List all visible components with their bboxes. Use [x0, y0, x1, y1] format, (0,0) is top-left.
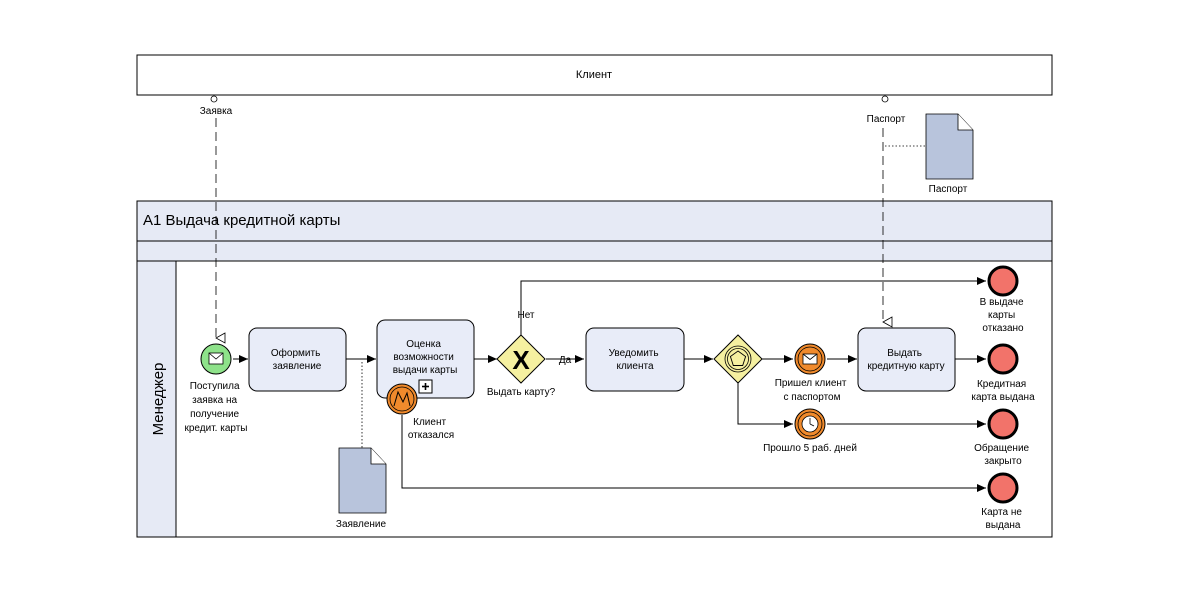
boundary-cancel-event[interactable] — [386, 383, 418, 415]
event-based-gateway[interactable] — [713, 334, 763, 384]
message-flow-passport: Паспорт — [867, 95, 906, 328]
request-flow-label: Заявка — [200, 106, 233, 117]
end-not-issued-label: Карта не выдана — [981, 507, 1024, 531]
end-refused-label: В выдаче карты отказано — [980, 297, 1027, 334]
end-event-closed[interactable] — [987, 408, 1019, 440]
gateway-label: Выдать карту? — [487, 387, 556, 398]
start-message-event[interactable] — [200, 343, 232, 375]
task-issue-card[interactable]: Выдать кредитную карту — [857, 327, 956, 392]
yes-flow-label: Да — [559, 355, 572, 366]
sequence-flows — [233, 277, 986, 492]
application-document-label: Заявление — [336, 519, 387, 530]
passport-flow-label: Паспорт — [867, 114, 906, 125]
process-pool: A1 Выдача кредитной карты Менеджер — [136, 200, 1053, 538]
svg-text:Оформить заявление: Оформить заявление — [271, 347, 323, 372]
start-event-label: Поступила заявка на получение кредит. ка… — [185, 381, 248, 434]
no-flow-label: Нет — [517, 310, 534, 321]
lane-label: Менеджер — [150, 363, 167, 436]
message-catch-event[interactable] — [794, 343, 826, 375]
end-event-not-issued[interactable] — [987, 472, 1019, 504]
end-closed-label: Обращение закрыто — [974, 442, 1032, 467]
timer-event-label: Прошло 5 раб. дней — [763, 442, 857, 454]
cancel-event-label: Клиент отказался — [408, 417, 454, 441]
subprocess-plus-icon — [418, 379, 433, 394]
task-fill-application[interactable]: Оформить заявление — [248, 327, 347, 392]
message-flow-request: Заявка — [200, 95, 233, 344]
application-document: Заявление — [336, 362, 387, 530]
message-catch-label: Пришел клиент с паспортом — [775, 378, 850, 403]
svg-text:Уведомить клиента: Уведомить клиента — [609, 348, 662, 372]
lightning-icon — [393, 390, 411, 407]
svg-text:Выдать кредитную карту: Выдать кредитную карту — [867, 348, 944, 372]
process-pool-title: A1 Выдача кредитной карты — [143, 212, 340, 229]
exclusive-gateway[interactable]: X — [496, 334, 546, 384]
x-icon: X — [512, 345, 530, 375]
task-assess-subprocess[interactable]: Оценка возможности выдачи карты — [376, 319, 475, 399]
svg-text:Оценка возможности: Оценка возможности выдачи карты — [393, 339, 458, 376]
task-notify-client[interactable]: Уведомить клиента — [585, 327, 685, 392]
passport-document: Паспорт — [885, 113, 974, 195]
passport-document-label: Паспорт — [929, 184, 968, 195]
client-pool-label: Клиент — [576, 69, 612, 81]
pentagon-icon — [729, 350, 747, 366]
client-pool: Клиент — [136, 54, 1053, 96]
end-issued-label: Кредитная карта выдана — [971, 379, 1035, 403]
end-event-issued[interactable] — [987, 343, 1019, 375]
timer-event[interactable] — [794, 408, 826, 440]
end-event-refused[interactable] — [987, 265, 1019, 297]
